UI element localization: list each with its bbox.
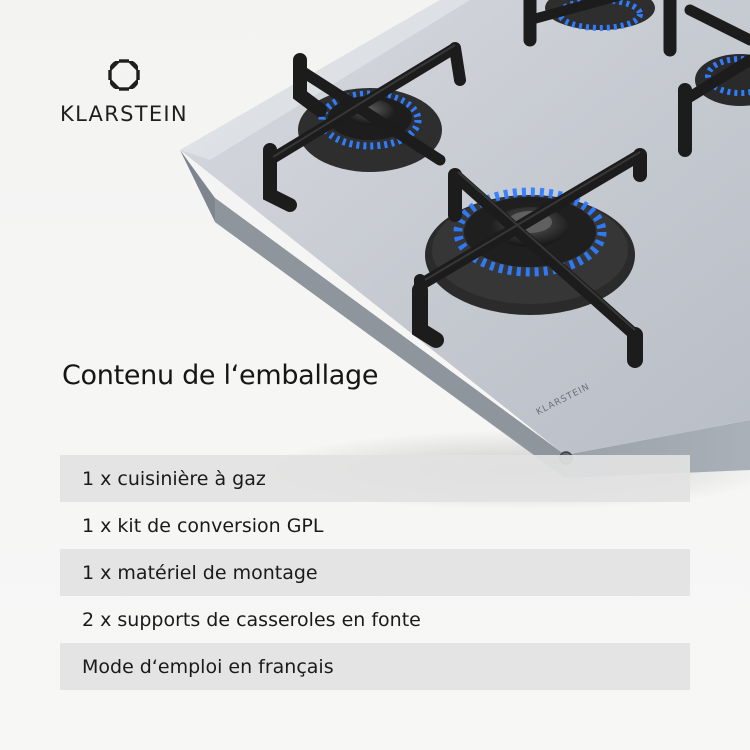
list-item: 1 x kit de conversion GPL [60, 502, 690, 549]
brand-logo: KLARSTEIN [60, 58, 190, 126]
cast-iron-grate [263, 0, 750, 368]
list-item-label: 1 x matériel de montage [82, 561, 318, 584]
list-item-label: Mode d‘emploi en français [82, 655, 334, 678]
brand-name: KLARSTEIN [60, 102, 188, 126]
package-contents-list: 1 x cuisinière à gaz 1 x kit de conversi… [60, 455, 690, 690]
klarstein-logo-icon [108, 59, 140, 91]
list-item-label: 1 x kit de conversion GPL [82, 514, 324, 537]
list-item-label: 2 x supports de casseroles en fonte [82, 608, 421, 631]
list-item: Mode d‘emploi en français [60, 643, 690, 690]
list-item: 1 x cuisinière à gaz [60, 455, 690, 502]
list-item-label: 1 x cuisinière à gaz [82, 467, 266, 490]
hob-edge [180, 150, 750, 478]
list-item: 2 x supports de casseroles en fonte [60, 596, 690, 643]
section-heading: Contenu de l‘emballage [62, 360, 379, 391]
list-item: 1 x matériel de montage [60, 549, 690, 596]
